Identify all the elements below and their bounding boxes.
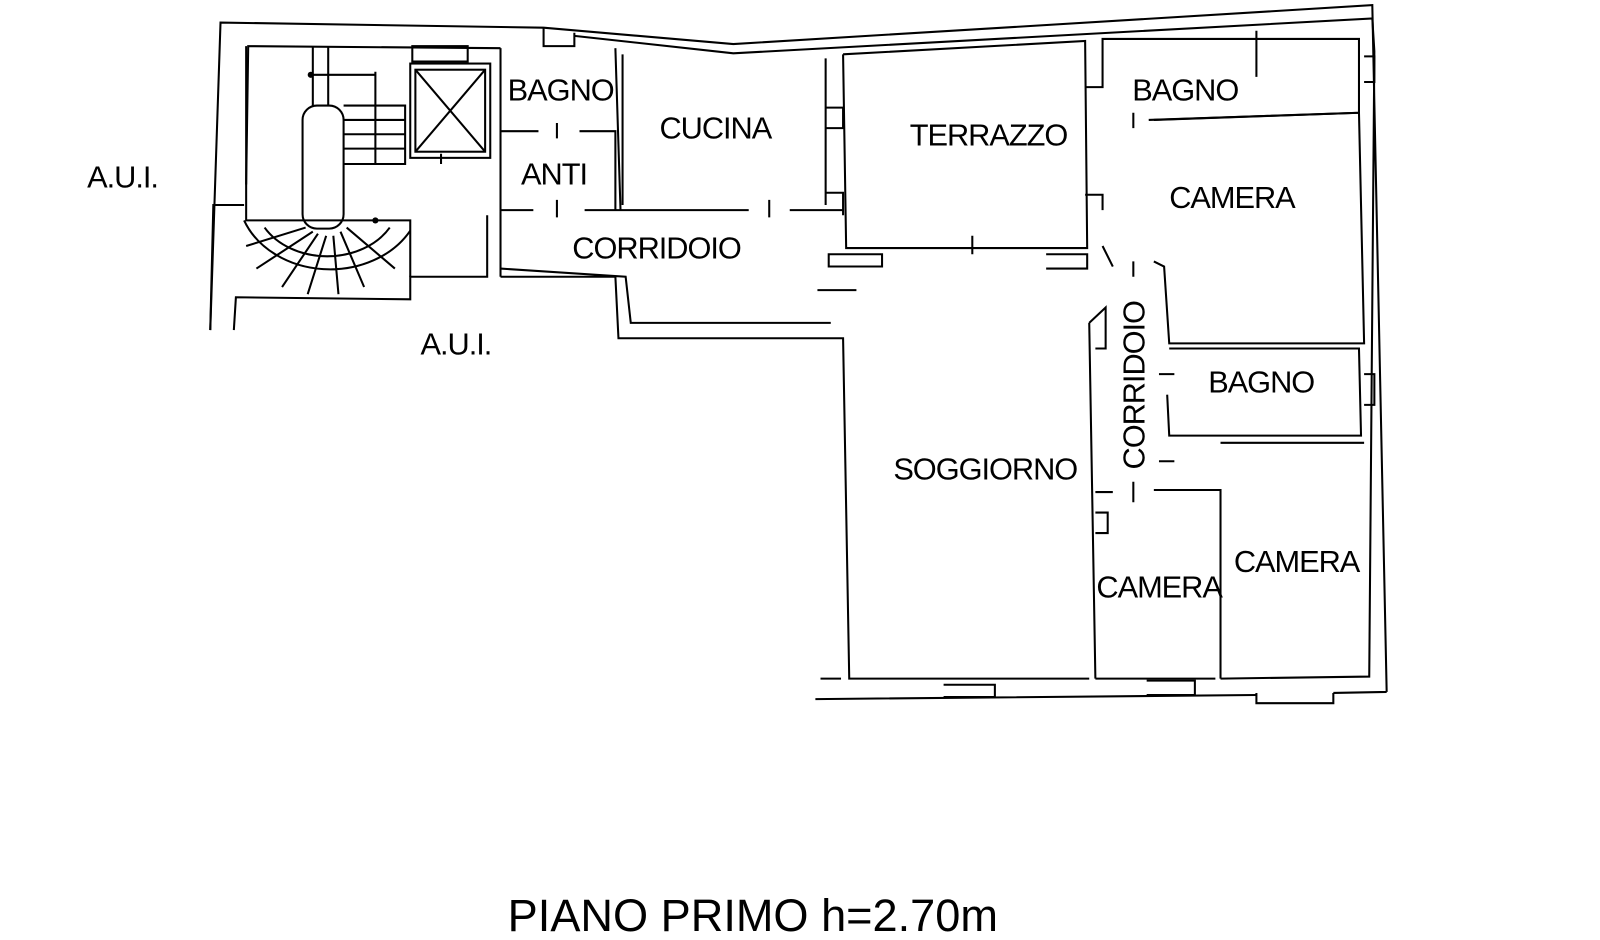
bagno-anti-walls (499, 48, 844, 277)
label-camera-2: CAMERA (1096, 570, 1223, 605)
corridoio-walls (500, 267, 1090, 680)
label-corridoio-2: CORRIDOIO (1117, 301, 1152, 470)
label-aui-west: A.U.I. (87, 160, 158, 195)
label-terrazzo: TERRAZZO (910, 118, 1068, 153)
label-aui-south: A.U.I. (421, 327, 492, 362)
label-soggiorno: SOGGIORNO (893, 452, 1077, 487)
label-camera-3: CAMERA (1234, 544, 1361, 579)
west-wall (209, 203, 489, 331)
windows (542, 27, 1376, 705)
right-rooms-walls (1088, 111, 1366, 680)
label-cucina: CUCINA (659, 110, 772, 145)
plan-title: PIANO PRIMO h=2.70m (508, 890, 998, 940)
room-labels: A.U.I. A.U.I. BAGNO ANTI CUCINA CORRIDOI… (87, 72, 1362, 605)
cucina-walls (621, 54, 845, 216)
label-camera-1: CAMERA (1169, 180, 1296, 215)
label-bagno-2: BAGNO (1132, 72, 1238, 107)
label-bagno-3: BAGNO (1208, 365, 1314, 400)
label-corridoio-1: CORRIDOIO (572, 230, 741, 265)
lift-shaft (409, 45, 492, 165)
terrazzo-walls (827, 30, 1360, 270)
label-bagno-1: BAGNO (508, 72, 614, 107)
label-anti: ANTI (521, 157, 587, 192)
staircase (243, 46, 412, 295)
walls (209, 4, 1388, 705)
